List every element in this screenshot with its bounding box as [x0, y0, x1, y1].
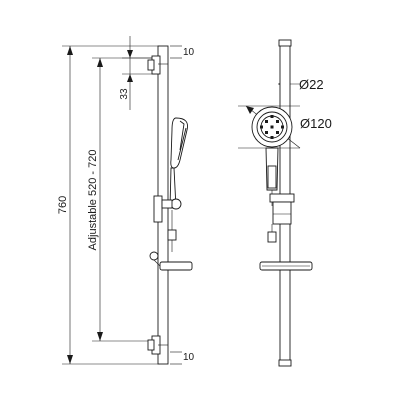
side-slider [153, 195, 182, 223]
front-rail-top-cap [278, 39, 292, 47]
side-hose-connector [167, 229, 177, 252]
top-wall-bracket [147, 55, 168, 75]
side-soap-dish [149, 251, 193, 271]
adjustable-range-label: Adjustable 520 - 720 [87, 150, 99, 251]
head-diameter-dimension: Ø120 [238, 105, 332, 149]
head-diameter-label: Ø120 [300, 116, 332, 131]
bottom-offset-label: 10 [183, 352, 195, 363]
bracket-height-dimension: 33 [119, 36, 155, 110]
adjustable-range-dimension: Adjustable 520 - 720 [87, 57, 160, 342]
bottom-wall-bracket [147, 335, 168, 355]
front-rail-bottom-cap [278, 359, 292, 367]
bottom-offset-dimension: 10 [170, 351, 195, 365]
rail-diameter-label: Ø22 [299, 77, 324, 92]
side-hand-shower [169, 117, 188, 238]
front-slider [269, 193, 295, 225]
overall-height-label: 760 [57, 196, 69, 214]
bracket-height-label: 33 [119, 88, 130, 100]
top-offset-label: 10 [183, 47, 195, 58]
front-hose [267, 224, 277, 243]
top-offset-dimension: 10 [170, 45, 195, 59]
front-shower-head [251, 106, 293, 206]
front-view: Ø22 Ø120 [238, 39, 332, 367]
side-view: 760 Adjustable 520 - 720 33 10 [57, 36, 195, 365]
front-soap-dish [259, 261, 313, 271]
overall-height-dimension: 760 [57, 45, 160, 365]
